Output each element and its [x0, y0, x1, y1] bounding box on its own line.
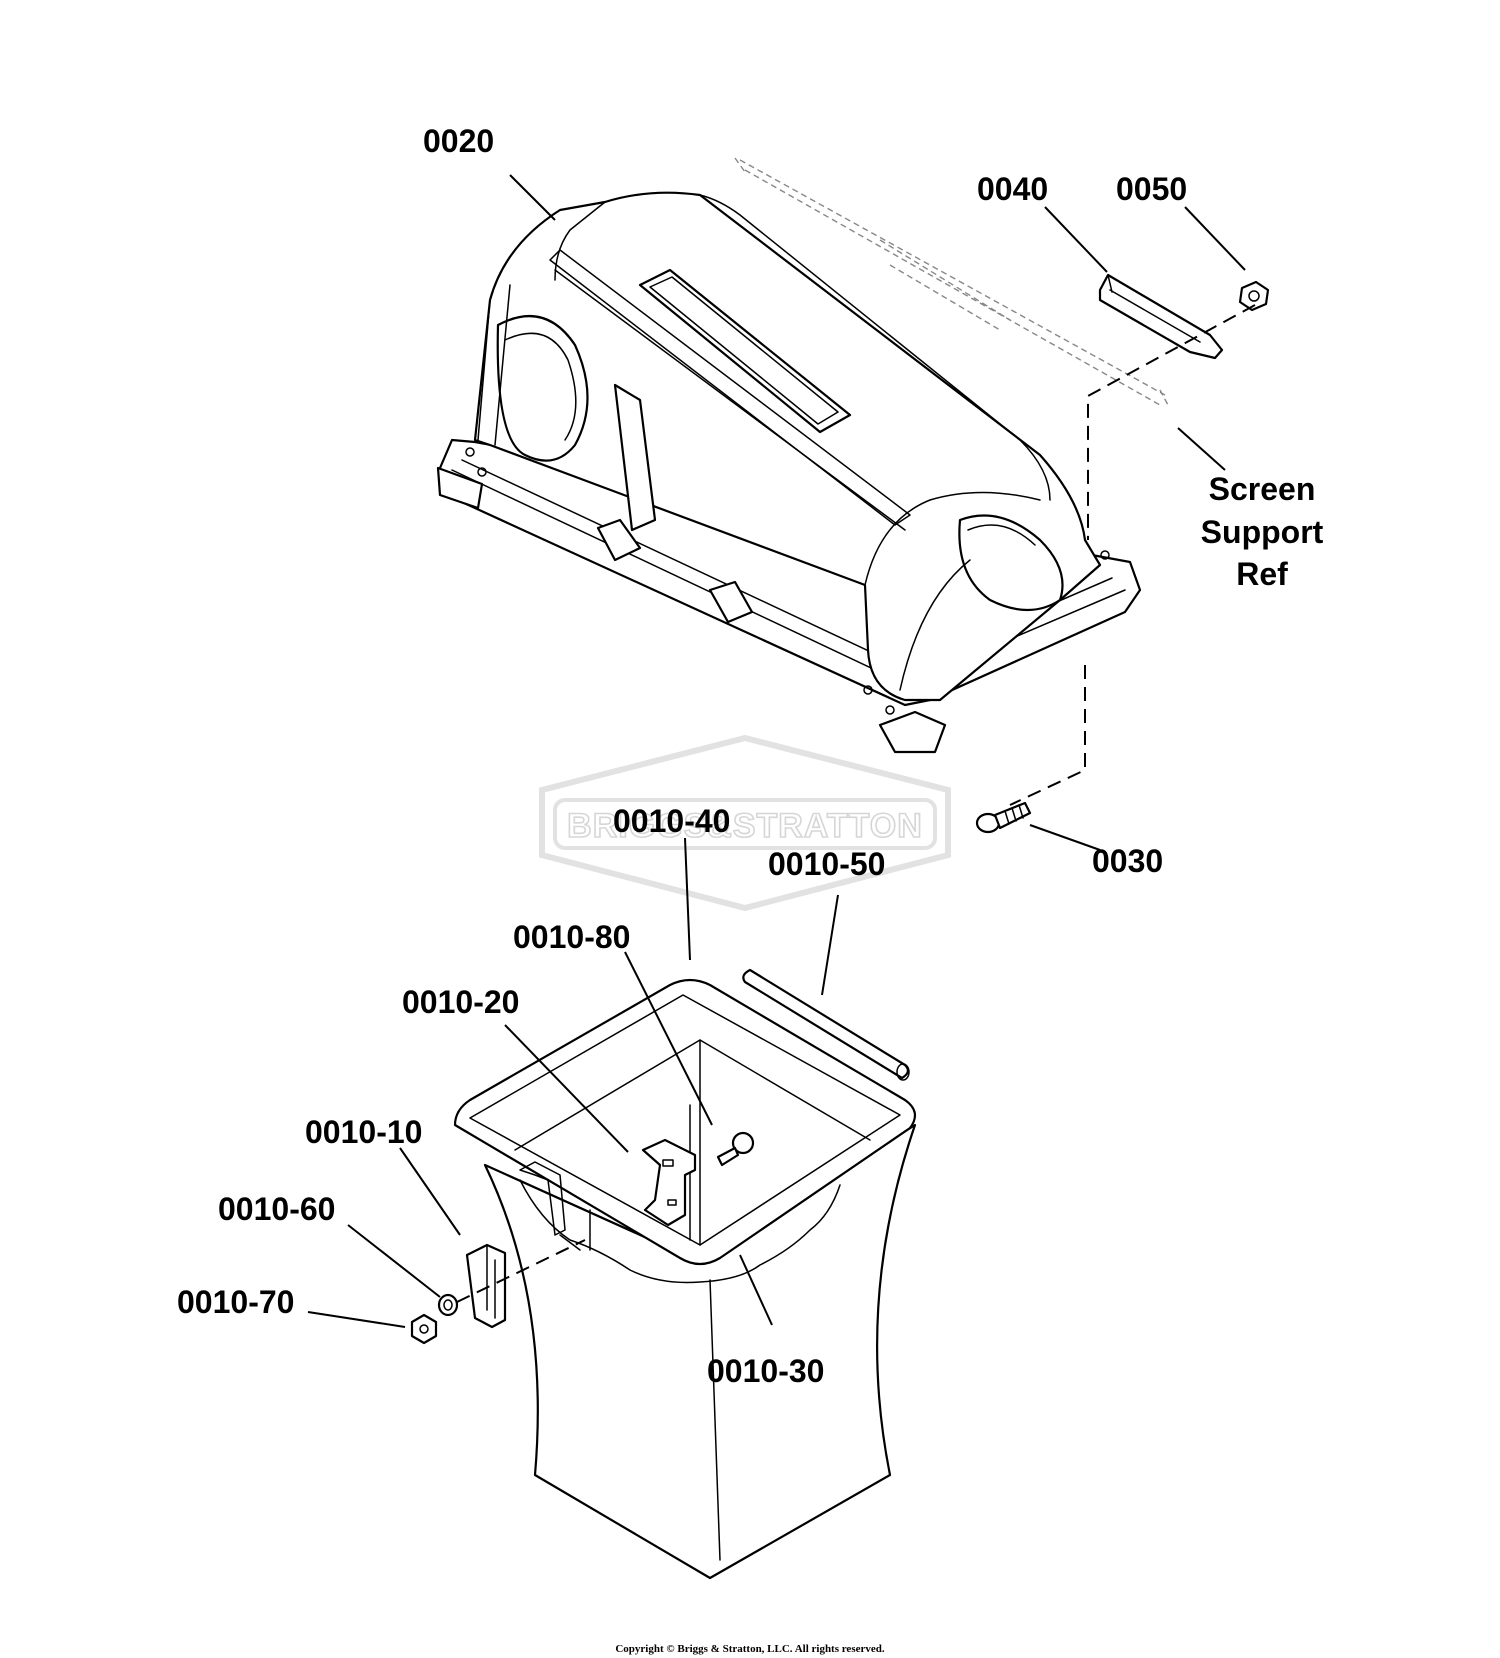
leader-0010-40 — [684, 837, 691, 961]
callout-labels: 0020 0040 0050 Screen Support Ref 0030 0… — [177, 123, 1324, 1389]
hood-latch-bracket-right — [708, 580, 754, 624]
hood-dome-body — [473, 191, 1102, 702]
bracket-0010-20 — [641, 1138, 697, 1227]
hood-cover-part — [436, 191, 1142, 754]
callout-0020: 0020 — [423, 123, 494, 159]
leader-0010-70 — [307, 1311, 406, 1328]
bolt-0030-part — [975, 801, 1032, 834]
screw-0010-80 — [716, 1131, 755, 1167]
hood-right-chute-opening — [958, 514, 1064, 611]
leader-0050 — [1184, 206, 1246, 271]
leader-screen-support — [1177, 427, 1226, 471]
bolt-0030-thread — [993, 801, 1032, 830]
leader-0010-80 — [624, 951, 713, 1126]
leader-0010-30 — [739, 1254, 773, 1326]
hood-corner-foot-front — [878, 710, 947, 754]
callout-0010-20: 0010-20 — [402, 984, 519, 1020]
bracket-0040-part — [1098, 273, 1224, 360]
hood-latch-bracket-left — [596, 518, 642, 562]
leader-lines — [307, 174, 1246, 1328]
callout-screen-support-line3: Ref — [1236, 556, 1288, 592]
hood-bolt-3 — [863, 685, 873, 695]
callout-0010-40: 0010-40 — [613, 803, 730, 839]
watermark-banner — [553, 798, 937, 850]
brand-watermark: BRIGGS&STRATTON — [539, 734, 951, 912]
nut-0010-70 — [410, 1313, 438, 1345]
callout-0010-50: 0010-50 — [768, 846, 885, 882]
callout-0040: 0040 — [977, 171, 1048, 207]
hood-top-window — [638, 268, 852, 434]
watermark-diamond-shape — [539, 734, 951, 912]
assembly-line-bolt — [1009, 304, 1256, 806]
hood-left-chute-opening — [496, 315, 589, 462]
leader-0010-20 — [504, 1024, 629, 1153]
hood-bolt-2 — [477, 467, 487, 477]
leader-0020 — [509, 174, 556, 221]
callout-screen-support-line2: Support — [1201, 514, 1324, 550]
watermark-text: BRIGGS&STRATTON — [567, 807, 923, 845]
leader-0010-10 — [399, 1147, 461, 1236]
collector-bag-assembly — [410, 968, 917, 1580]
hood-bolt-1 — [465, 447, 475, 457]
callout-0010-60: 0010-60 — [218, 1191, 335, 1227]
callout-0010-30: 0010-30 — [707, 1353, 824, 1389]
callout-0010-10: 0010-10 — [305, 1114, 422, 1150]
nut-0050-part — [1238, 280, 1270, 312]
copyright-notice: Copyright © Briggs & Stratton, LLC. All … — [615, 1643, 885, 1655]
screen-support-reference — [734, 157, 1169, 406]
callout-0010-70: 0010-70 — [177, 1284, 294, 1320]
leader-0010-50 — [821, 894, 839, 996]
callout-0050: 0050 — [1116, 171, 1187, 207]
nut-0050-hex — [1238, 280, 1270, 312]
bracket-0040-body — [1098, 273, 1224, 360]
hood-bolt-4 — [885, 705, 895, 715]
hood-corner-foot-left — [436, 466, 484, 510]
callout-0030: 0030 — [1092, 843, 1163, 879]
basket-rim-0010-40 — [453, 978, 917, 1266]
callout-0010-80: 0010-80 — [513, 919, 630, 955]
hinge-clip-0010-10 — [465, 1243, 507, 1329]
callout-screen-support-line1: Screen — [1209, 471, 1316, 507]
leader-0040 — [1044, 206, 1108, 273]
leader-0030 — [1029, 824, 1101, 851]
washer-0010-60 — [437, 1293, 459, 1317]
bag-body-0010-30 — [483, 1123, 917, 1580]
hood-front-strap — [613, 383, 657, 532]
hood-bolt-5 — [1100, 550, 1110, 560]
leader-0010-60 — [347, 1224, 441, 1298]
